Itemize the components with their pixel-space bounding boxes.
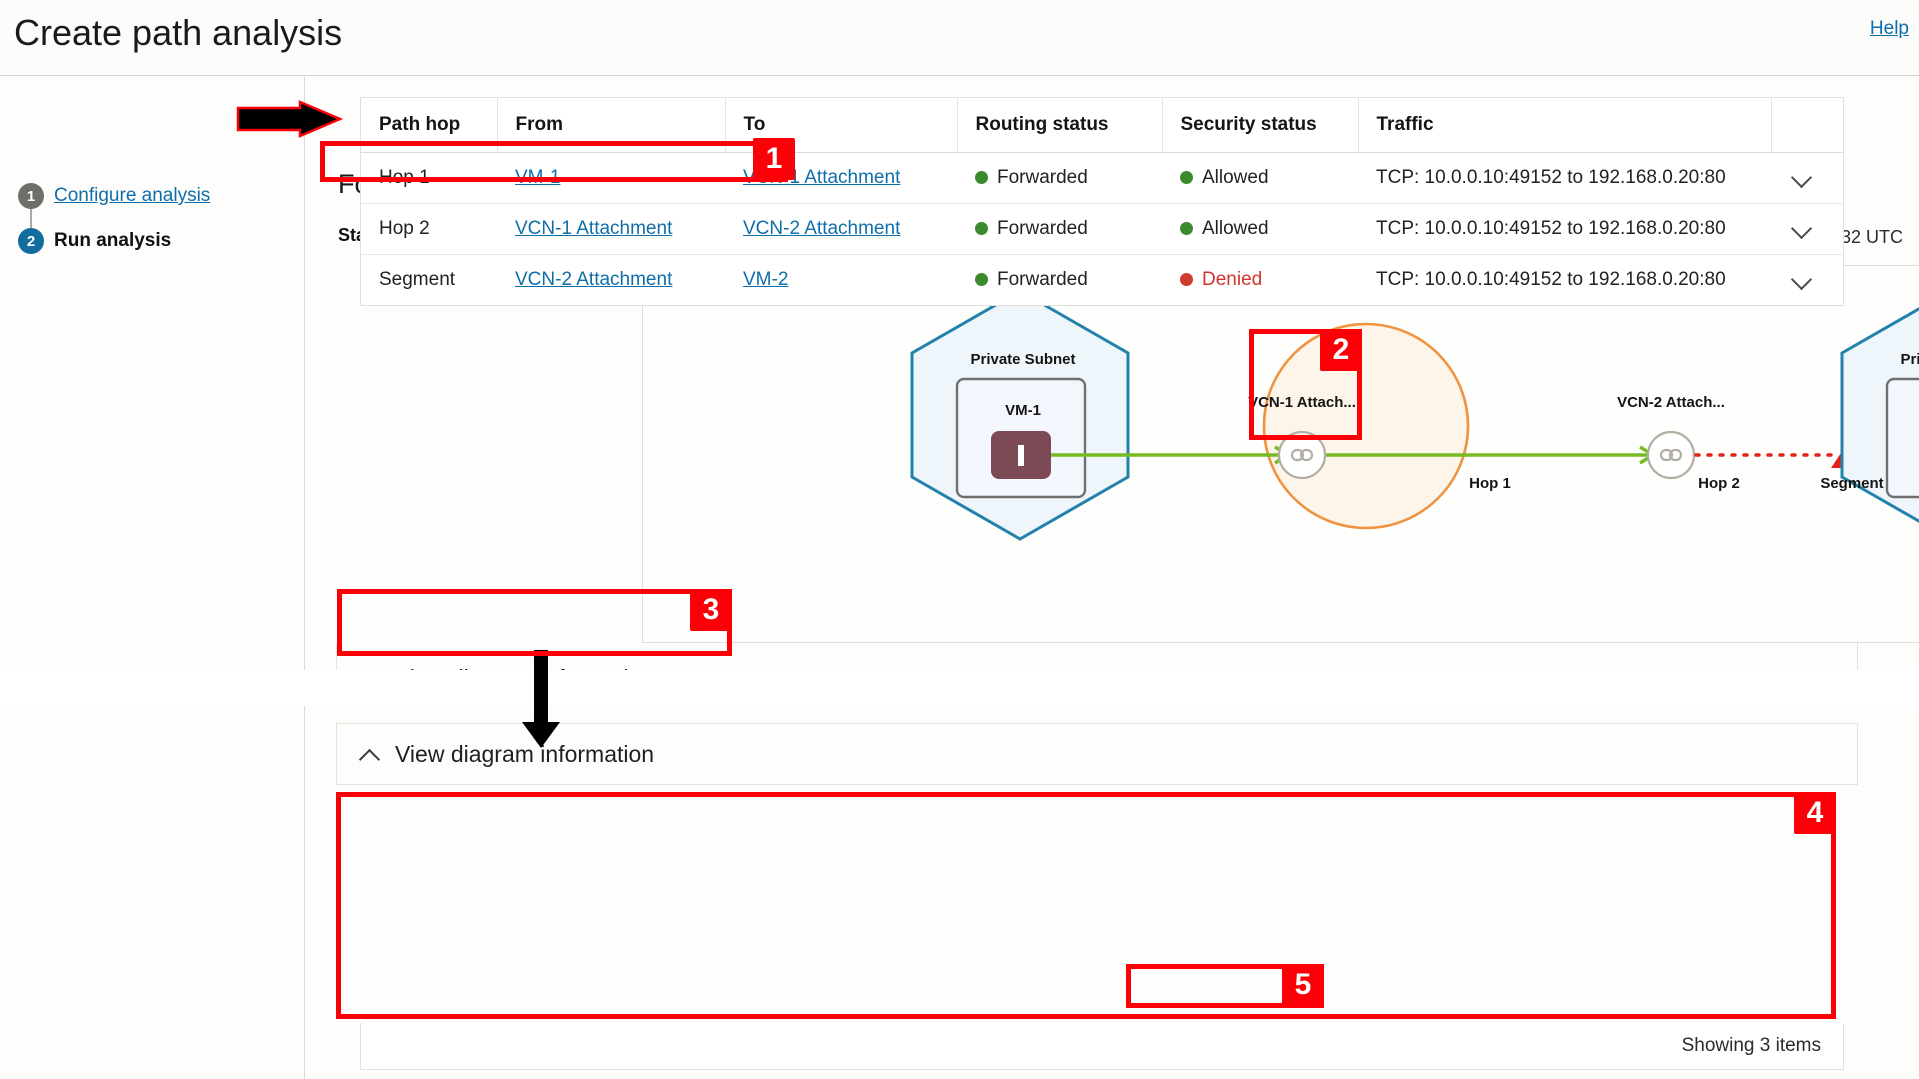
routing-status-text: Forwarded — [997, 269, 1088, 290]
step-connector-line — [30, 209, 32, 228]
cell-expand — [1771, 203, 1843, 255]
forward-path-section: Forward path Status: Unreachable Success… — [306, 77, 1919, 670]
status-ok-dot-icon — [1180, 222, 1193, 235]
step-number-badge: 1 — [18, 183, 44, 209]
resource-link-to[interactable]: VCN-1 Attachment — [743, 167, 901, 188]
cell-traffic: TCP: 10.0.0.10:49152 to 192.168.0.20:80 — [1358, 152, 1771, 204]
path-hops-table-container: Path hop From To Routing status Security… — [360, 97, 1844, 306]
cell-routing-status: Forwarded — [957, 203, 1162, 255]
table-footer-showing-items: Showing 3 items — [360, 1023, 1844, 1070]
diagram-label-vm-1: VM-1 — [1005, 402, 1041, 419]
cell-security-status: Denied — [1162, 254, 1358, 305]
column-header-expand — [1771, 98, 1843, 153]
resource-link-to[interactable]: VCN-2 Attachment — [743, 218, 901, 239]
diagram-label-vcn1-attachment: VCN-1 Attach... — [1248, 394, 1356, 411]
column-header-routing-status: Routing status — [957, 98, 1163, 153]
page-title: Create path analysis — [14, 12, 343, 53]
cell-routing-status: Forwarded — [957, 152, 1162, 204]
diagram-label-vcn1-subnet: Private Subnet — [970, 351, 1076, 368]
cell-traffic: TCP: 10.0.0.10:49152 to 192.168.0.20:80 — [1358, 203, 1771, 255]
column-header-path-hop: Path hop — [361, 98, 498, 153]
accordion-label: View diagram information — [395, 740, 655, 767]
step-number-badge: 2 — [18, 228, 44, 254]
accordion-label: View diagram information — [395, 665, 655, 691]
resource-link-to[interactable]: VM-2 — [743, 269, 789, 290]
diagram-label-vcn2-subnet: Private Subnet — [1900, 351, 1919, 368]
cell-security-status: Allowed — [1162, 152, 1358, 204]
cell-path-hop: Hop 2 — [361, 203, 497, 255]
resource-link-from[interactable]: VCN-1 Attachment — [515, 218, 673, 239]
routing-status-text: Forwarded — [997, 218, 1088, 239]
cell-from: VM-1 — [497, 152, 725, 204]
status-ok-dot-icon — [975, 273, 988, 286]
cell-to: VCN-1 Attachment — [725, 152, 957, 204]
column-header-to: To — [725, 98, 958, 153]
cell-expand — [1771, 152, 1843, 204]
resource-link-from[interactable]: VCN-2 Attachment — [515, 269, 673, 290]
help-link[interactable]: Help — [1869, 18, 1909, 39]
sidebar-step-configure-analysis[interactable]: 1 Configure analysis — [18, 183, 210, 209]
cell-path-hop: Segment — [361, 254, 497, 305]
diagram-label-segment: Segment — [1820, 475, 1884, 492]
cell-to: VM-2 — [725, 254, 957, 305]
status-ok-dot-icon — [975, 222, 988, 235]
cell-from: VCN-1 Attachment — [497, 203, 725, 255]
column-header-security-status: Security status — [1162, 98, 1359, 153]
diagram-label-vm-2: VM-2 — [1889, 402, 1919, 419]
table-row[interactable]: Hop 1 VM-1 VCN-1 Attachment Forwarded Al… — [361, 152, 1843, 204]
diagram-label-hop-2: Hop 2 — [1698, 475, 1740, 492]
page-header: Create path analysis Help — [0, 0, 1919, 76]
cell-path-hop: Hop 1 — [361, 152, 497, 204]
diagram-label-hop-1: Hop 1 — [1469, 475, 1511, 492]
cell-traffic: TCP: 10.0.0.10:49152 to 192.168.0.20:80 — [1358, 254, 1771, 305]
wizard-sidebar: 1 Configure analysis 2 Run analysis — [0, 77, 305, 670]
view-diagram-information-expanded[interactable]: View diagram information — [336, 723, 1858, 785]
sidebar-step-label: Run analysis — [54, 230, 172, 251]
column-header-from: From — [497, 98, 726, 153]
cell-to: VCN-2 Attachment — [725, 203, 957, 255]
sidebar-step-run-analysis[interactable]: 2 Run analysis — [18, 228, 171, 254]
cell-expand — [1771, 254, 1843, 305]
resource-link-from[interactable]: VM-1 — [515, 167, 561, 188]
wizard-sidebar-lower — [0, 706, 305, 1079]
status-error-dot-icon — [1180, 273, 1193, 286]
diagram-label-vcn-2: VCN-2 — [1913, 279, 1919, 296]
cell-from: VCN-2 Attachment — [497, 254, 725, 305]
cell-security-status: Allowed — [1162, 203, 1358, 255]
status-ok-dot-icon — [975, 171, 988, 184]
diagram-label-vcn2-attachment: VCN-2 Attach... — [1617, 394, 1725, 411]
security-status-text: Allowed — [1202, 167, 1269, 188]
diagram-svg — [910, 289, 1919, 541]
table-row[interactable]: Segment VCN-2 Attachment VM-2 Forwarded … — [361, 254, 1843, 305]
chevron-up-icon — [359, 743, 381, 765]
path-analysis-diagram[interactable]: VCN-1 Private Subnet VM-1 DRG VCN-1 Atta… — [642, 265, 1919, 643]
path-hops-table: Path hop From To Routing status Security… — [361, 98, 1843, 305]
chevron-down-icon — [359, 668, 381, 690]
table-header-row: Path hop From To Routing status Security… — [361, 98, 1843, 153]
cell-routing-status: Forwarded — [957, 254, 1162, 305]
sidebar-step-label[interactable]: Configure analysis — [54, 185, 211, 206]
column-header-traffic: Traffic — [1358, 98, 1772, 153]
view-diagram-information-collapsed[interactable]: View diagram information — [336, 643, 1858, 715]
status-ok-dot-icon — [1180, 171, 1193, 184]
table-row[interactable]: Hop 2 VCN-1 Attachment VCN-2 Attachment … — [361, 203, 1843, 255]
security-status-text: Denied — [1202, 269, 1263, 290]
security-status-text: Allowed — [1202, 218, 1269, 239]
routing-status-text: Forwarded — [997, 167, 1088, 188]
